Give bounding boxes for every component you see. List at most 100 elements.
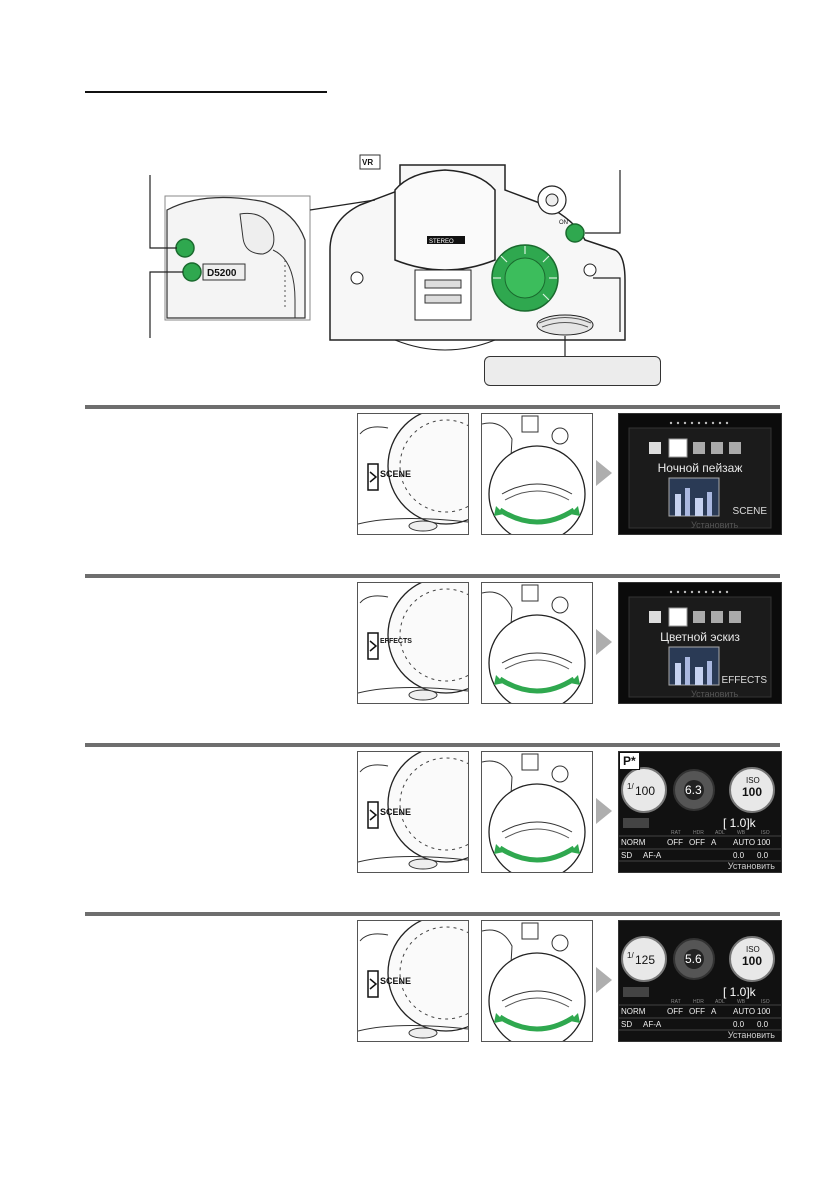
lcd-info-display	[619, 752, 781, 872]
info-setting-value[interactable]: 0.0	[757, 851, 769, 860]
info-setting-caption: ISO	[761, 830, 770, 836]
frames-remaining: [ 1.0]k	[723, 816, 756, 830]
green-button-icon	[182, 262, 202, 282]
command-dial-closeup	[481, 582, 593, 704]
frames-remaining: [ 1.0]k	[723, 985, 756, 999]
section-divider	[85, 405, 780, 409]
lcd-footer-set: Установить	[727, 861, 775, 871]
heading-underline	[85, 91, 327, 93]
command-dial-drawing	[482, 922, 586, 1041]
mode-dial-drawing	[358, 414, 468, 532]
green-button-icon	[175, 238, 195, 258]
camera-top-illustration: D5200 VR STEREO ON	[149, 154, 626, 356]
command-dial-closeup	[481, 751, 593, 873]
iso-value: 100	[742, 785, 763, 799]
command-dial-drawing	[482, 415, 586, 534]
iso-value: 100	[742, 954, 763, 968]
info-setting-caption: WB	[737, 999, 746, 1005]
info-setting-value[interactable]: OFF	[667, 838, 683, 847]
next-arrow-icon	[596, 460, 612, 486]
info-setting-caption: RAT	[671, 830, 681, 836]
mode-badge: P*	[619, 752, 640, 770]
command-dial-closeup	[481, 920, 593, 1042]
lcd-mode-selector	[619, 414, 781, 534]
lcd-mode-selector	[619, 583, 781, 703]
command-dial-drawing	[482, 584, 586, 703]
shutter-speed-num: 1/	[627, 782, 634, 791]
mode-dial-label: EFFECTS	[380, 638, 412, 645]
mode-dial-closeup: EFFECTS	[357, 582, 469, 704]
info-setting-caption: ADL	[715, 999, 725, 1005]
info-setting-value[interactable]: OFF	[689, 1007, 705, 1016]
mode-dial-drawing	[358, 583, 468, 701]
info-setting-caption: ISO	[761, 999, 770, 1005]
command-dial-callout	[484, 356, 661, 386]
lcd-footer-set: Установить	[691, 520, 739, 530]
info-setting-value[interactable]: AF-A	[643, 1020, 662, 1029]
next-arrow-icon	[596, 798, 612, 824]
mode-dial-closeup: SCENE	[357, 751, 469, 873]
info-setting-caption: HDR	[693, 830, 704, 836]
info-setting-value[interactable]: SD	[621, 851, 633, 860]
info-setting-value[interactable]: AF-A	[643, 851, 662, 860]
lcd-footer-set: Установить	[727, 1030, 775, 1040]
iso-label: ISO	[746, 776, 760, 785]
mode-dial-closeup: SCENE	[357, 413, 469, 535]
mode-dial-label: SCENE	[380, 976, 412, 986]
lcd-mode-name: Ночной пейзаж	[657, 461, 743, 475]
info-setting-value[interactable]: OFF	[689, 838, 705, 847]
shutter-speed-value: 100	[635, 784, 656, 798]
shutter-speed-num: 1/	[627, 951, 634, 960]
vr-label: VR	[362, 158, 373, 167]
section-divider	[85, 574, 780, 578]
lcd-mode-tag: EFFECTS	[721, 675, 767, 686]
info-setting-value[interactable]: 0.0	[733, 1020, 745, 1029]
info-setting-value[interactable]: AUTO	[733, 1007, 756, 1016]
info-setting-caption: ADL	[715, 830, 725, 836]
info-setting-caption: RAT	[671, 999, 681, 1005]
info-setting-value[interactable]: A	[711, 838, 717, 847]
lcd-mode-tag: SCENE	[732, 506, 767, 517]
shutter-speed-value: 125	[635, 953, 656, 967]
info-setting-value[interactable]: 0.0	[757, 1020, 769, 1029]
info-setting-value[interactable]: 0.0	[733, 851, 745, 860]
mode-dial-drawing	[358, 752, 468, 870]
mode-dial-drawing	[358, 921, 468, 1039]
info-setting-value[interactable]: SD	[621, 1020, 633, 1029]
info-button-icon	[565, 223, 585, 243]
section-divider	[85, 743, 780, 747]
lcd-info-display	[619, 921, 781, 1041]
callout-lines	[149, 170, 621, 356]
camera-body: VR STEREO ON	[329, 154, 626, 351]
iso-label: ISO	[746, 945, 760, 954]
command-dial-closeup	[481, 413, 593, 535]
aperture-value: 6.3	[685, 783, 702, 797]
info-setting-value[interactable]: OFF	[667, 1007, 683, 1016]
camera-side-inset: D5200	[164, 195, 311, 321]
info-setting-value[interactable]: 100	[757, 838, 771, 847]
mode-dial-label: SCENE	[380, 807, 412, 817]
mode-dial-closeup: SCENE	[357, 920, 469, 1042]
info-setting-caption: WB	[737, 830, 746, 836]
info-setting-value[interactable]: NORM	[621, 1007, 646, 1016]
info-setting-value[interactable]: NORM	[621, 838, 646, 847]
on-label: ON	[559, 220, 568, 226]
lcd-mode-name: Цветной эскиз	[660, 630, 740, 644]
next-arrow-icon	[596, 967, 612, 993]
section-divider	[85, 912, 780, 916]
info-setting-caption: HDR	[693, 999, 704, 1005]
info-setting-value[interactable]: AUTO	[733, 838, 756, 847]
mode-dial-label: SCENE	[380, 469, 412, 479]
info-setting-value[interactable]: 100	[757, 1007, 771, 1016]
command-dial-drawing	[482, 753, 586, 872]
next-arrow-icon	[596, 629, 612, 655]
info-setting-value[interactable]: A	[711, 1007, 717, 1016]
aperture-value: 5.6	[685, 952, 702, 966]
stereo-label: STEREO	[429, 239, 454, 245]
lcd-footer-set: Установить	[691, 689, 739, 699]
camera-model-label: D5200	[207, 268, 237, 279]
